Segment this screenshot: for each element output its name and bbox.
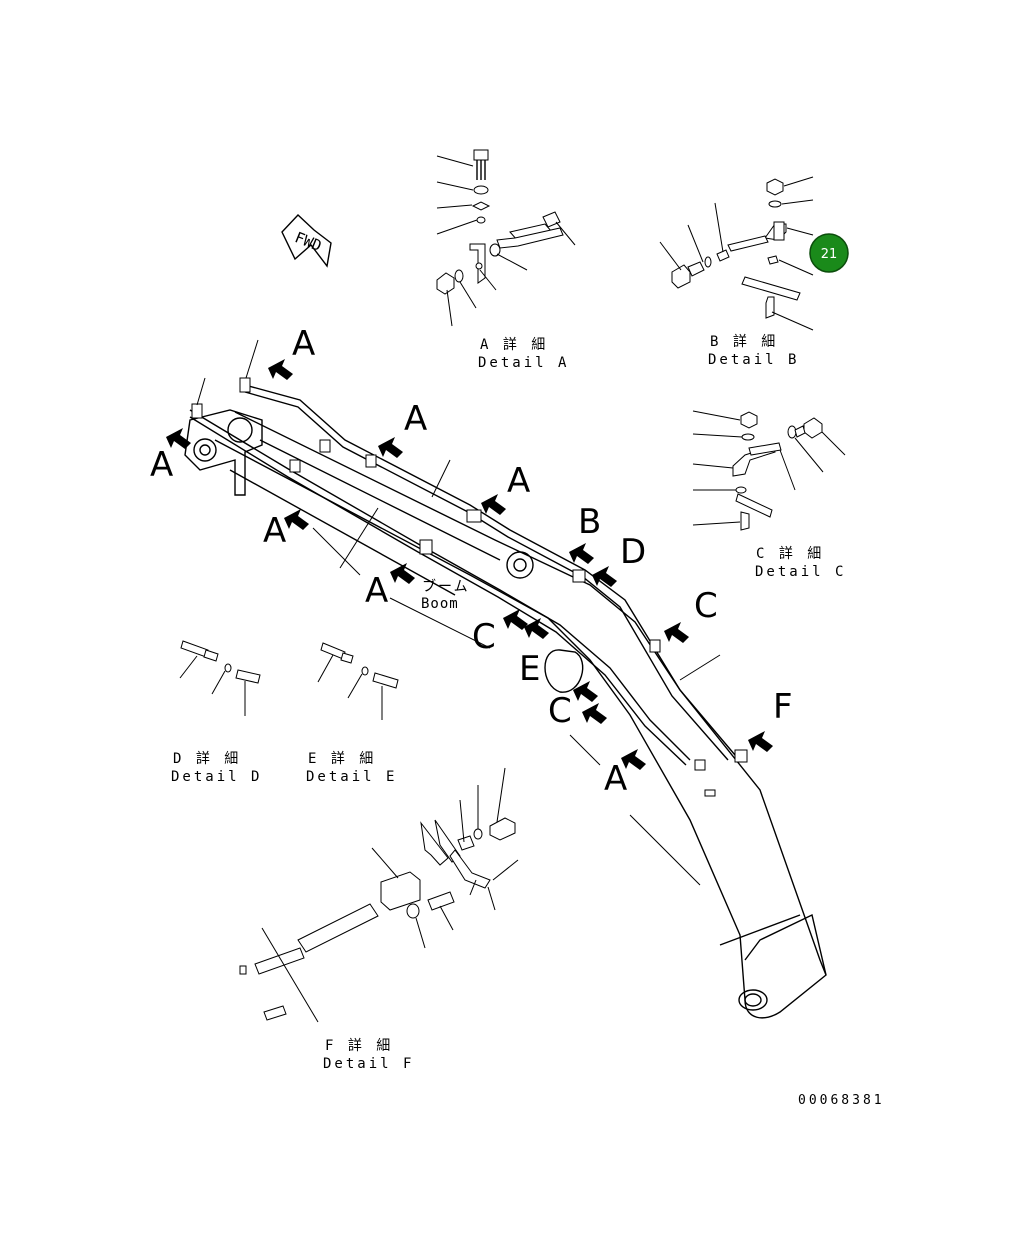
detail-c-title-en: Detail C xyxy=(755,564,846,580)
view-letter-a6: A xyxy=(365,571,388,611)
view-letter-a5: A xyxy=(263,511,286,551)
view-letter-a4: A xyxy=(150,445,173,485)
arrow-d xyxy=(592,566,617,587)
view-letter-e: E xyxy=(519,649,540,689)
view-letter-b: B xyxy=(578,502,601,542)
arrow-a6 xyxy=(390,563,415,584)
view-letter-f: F xyxy=(773,687,793,727)
arrow-a7 xyxy=(621,749,646,770)
arrow-b xyxy=(569,543,594,564)
detail-e-title-jp: E 詳 細 xyxy=(308,751,376,767)
arrow-e xyxy=(573,681,598,702)
detail-d-title-en: Detail D xyxy=(171,769,262,785)
callout-badge-21[interactable]: 21 xyxy=(809,233,849,273)
arrow-a2 xyxy=(378,437,403,458)
fwd-label: FWD xyxy=(292,228,324,255)
view-letter-a2: A xyxy=(404,399,427,439)
arrow-c3 xyxy=(524,618,549,639)
arrow-c1 xyxy=(664,622,689,643)
arrow-f xyxy=(748,731,773,752)
view-letter-c1: C xyxy=(694,586,718,626)
arrow-a3 xyxy=(481,494,506,515)
detail-c-title-jp: C 詳 細 xyxy=(756,546,824,562)
arrow-c4 xyxy=(582,703,607,724)
view-letter-a7: A xyxy=(604,759,627,799)
detail-f-view: F 詳 細 Detail F xyxy=(239,767,519,1072)
view-letter-d: D xyxy=(620,532,646,572)
detail-f-title-en: Detail F xyxy=(323,1056,414,1072)
detail-e-view: E 詳 細 Detail E xyxy=(306,642,399,785)
boom-assembly xyxy=(184,339,827,1019)
detail-c-view: C 詳 細 Detail C xyxy=(692,410,846,580)
view-letter-a3: A xyxy=(507,461,530,501)
view-letter-c2: C xyxy=(472,617,496,657)
boom-label-en: Boom xyxy=(421,596,459,612)
fwd-indicator: FWD xyxy=(281,214,332,268)
arrow-c2 xyxy=(503,609,528,630)
location-arrows xyxy=(166,359,773,770)
view-letter-c3: C xyxy=(548,691,572,731)
callout-badge-circle xyxy=(809,233,849,273)
detail-a-view: A 詳 細 Detail A xyxy=(436,149,576,371)
detail-b-title-jp: B 詳 細 xyxy=(710,334,778,350)
detail-e-title-en: Detail E xyxy=(306,769,397,785)
boom-label-jp: ブーム xyxy=(422,578,470,595)
arrow-a4 xyxy=(166,428,191,449)
detail-f-title-jp: F 詳 細 xyxy=(325,1038,393,1054)
detail-b-title-en: Detail B xyxy=(708,352,799,368)
detail-d-view: D 詳 細 Detail D xyxy=(171,640,262,785)
arrow-a5 xyxy=(284,509,309,530)
detail-d-title-jp: D 詳 細 xyxy=(173,751,241,767)
drawing-number: 00068381 xyxy=(798,1093,885,1108)
view-letters: A A A A A A B D C C E C A F xyxy=(150,324,793,799)
detail-a-title-jp: A 詳 細 xyxy=(480,337,548,353)
detail-b-view: B 詳 細 Detail B xyxy=(659,176,814,368)
arrow-a1 xyxy=(268,359,293,380)
view-letter-a1: A xyxy=(292,324,315,364)
detail-a-title-en: Detail A xyxy=(478,355,569,371)
callout-number: 21 xyxy=(821,247,838,262)
